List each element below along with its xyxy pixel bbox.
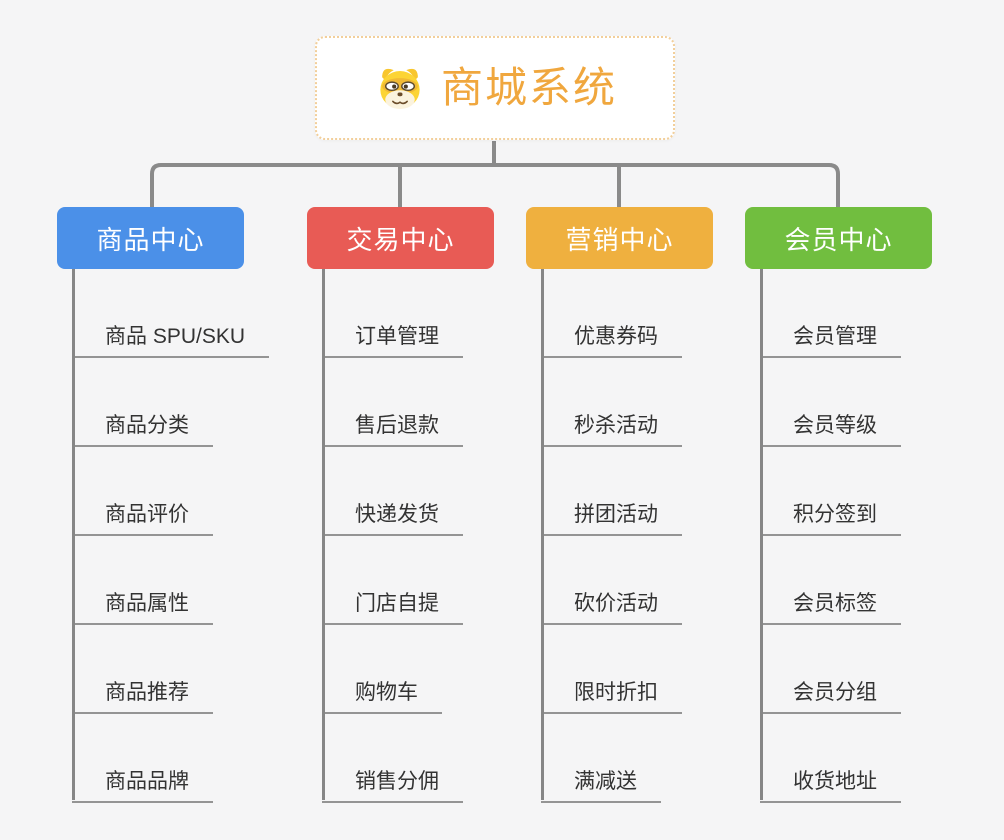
node-item: 商品分类 (72, 358, 269, 447)
node-item: 收货地址 (760, 714, 901, 803)
node-item-label[interactable]: 限时折扣 (541, 681, 682, 714)
branch-spine (72, 269, 75, 800)
root-title: 商城系统 (440, 64, 617, 111)
node-item: 秒杀活动 (541, 358, 682, 447)
node-item: 购物车 (322, 625, 463, 714)
node-item-label[interactable]: 商品品牌 (72, 770, 213, 803)
node-item-label[interactable]: 收货地址 (760, 770, 901, 803)
branch-spine (760, 269, 763, 800)
node-item-label[interactable]: 订单管理 (322, 325, 463, 358)
branch-node-marketing-center[interactable]: 营销中心 (526, 207, 713, 269)
node-item: 商品推荐 (72, 625, 269, 714)
node-item: 优惠券码 (541, 269, 682, 358)
dog-face-icon (380, 68, 420, 109)
node-item-label[interactable]: 拼团活动 (541, 503, 682, 536)
root-node-mall-system[interactable]: 商城系统 (315, 36, 675, 140)
node-item-label[interactable]: 售后退款 (322, 414, 463, 447)
node-item-label[interactable]: 砍价活动 (541, 592, 682, 625)
branch-children-member-center: 会员管理 会员等级 积分签到 会员标签 会员分组 收货地址 (760, 269, 901, 803)
node-item: 积分签到 (760, 447, 901, 536)
node-item: 商品评价 (72, 447, 269, 536)
branch-node-trade-center[interactable]: 交易中心 (307, 207, 494, 269)
node-item-label[interactable]: 秒杀活动 (541, 414, 682, 447)
node-item: 门店自提 (322, 536, 463, 625)
branch-node-product-center[interactable]: 商品中心 (57, 207, 244, 269)
node-item-label[interactable]: 购物车 (322, 681, 442, 714)
branch-spine (322, 269, 325, 800)
node-item-label[interactable]: 会员分组 (760, 681, 901, 714)
node-item: 商品属性 (72, 536, 269, 625)
node-item: 砍价活动 (541, 536, 682, 625)
node-item: 会员等级 (760, 358, 901, 447)
node-item-label[interactable]: 优惠券码 (541, 325, 682, 358)
branch-node-member-center[interactable]: 会员中心 (745, 207, 932, 269)
node-item-label[interactable]: 满减送 (541, 770, 661, 803)
node-item: 售后退款 (322, 358, 463, 447)
node-item-label[interactable]: 快递发货 (322, 503, 463, 536)
node-item-label[interactable]: 商品评价 (72, 503, 213, 536)
branch-children-trade-center: 订单管理 售后退款 快递发货 门店自提 购物车 销售分佣 (322, 269, 463, 803)
node-item: 快递发货 (322, 447, 463, 536)
node-item-label[interactable]: 积分签到 (760, 503, 901, 536)
node-item: 会员分组 (760, 625, 901, 714)
branch-spine (541, 269, 544, 800)
node-item-label[interactable]: 商品属性 (72, 592, 213, 625)
node-item-label[interactable]: 商品推荐 (72, 681, 213, 714)
node-item-label[interactable]: 门店自提 (322, 592, 463, 625)
node-item-label[interactable]: 销售分佣 (322, 770, 463, 803)
node-item-label[interactable]: 会员标签 (760, 592, 901, 625)
branch-children-product-center: 商品 SPU/SKU 商品分类 商品评价 商品属性 商品推荐 商品品牌 (72, 269, 270, 803)
branch-children-marketing-center: 优惠券码 秒杀活动 拼团活动 砍价活动 限时折扣 满减送 (541, 269, 682, 803)
node-item-label[interactable]: 商品分类 (72, 414, 213, 447)
node-item: 满减送 (541, 714, 682, 803)
node-item: 会员管理 (760, 269, 901, 358)
node-item: 会员标签 (760, 536, 901, 625)
node-item: 商品 SPU/SKU (72, 269, 270, 358)
node-item-label[interactable]: 会员等级 (760, 414, 901, 447)
node-item: 商品品牌 (72, 714, 269, 803)
node-item-label[interactable]: 商品 SPU/SKU (72, 325, 270, 358)
node-item: 订单管理 (322, 269, 463, 358)
node-item: 拼团活动 (541, 447, 682, 536)
node-item-label[interactable]: 会员管理 (760, 325, 901, 358)
node-item: 限时折扣 (541, 625, 682, 714)
node-item: 销售分佣 (322, 714, 463, 803)
